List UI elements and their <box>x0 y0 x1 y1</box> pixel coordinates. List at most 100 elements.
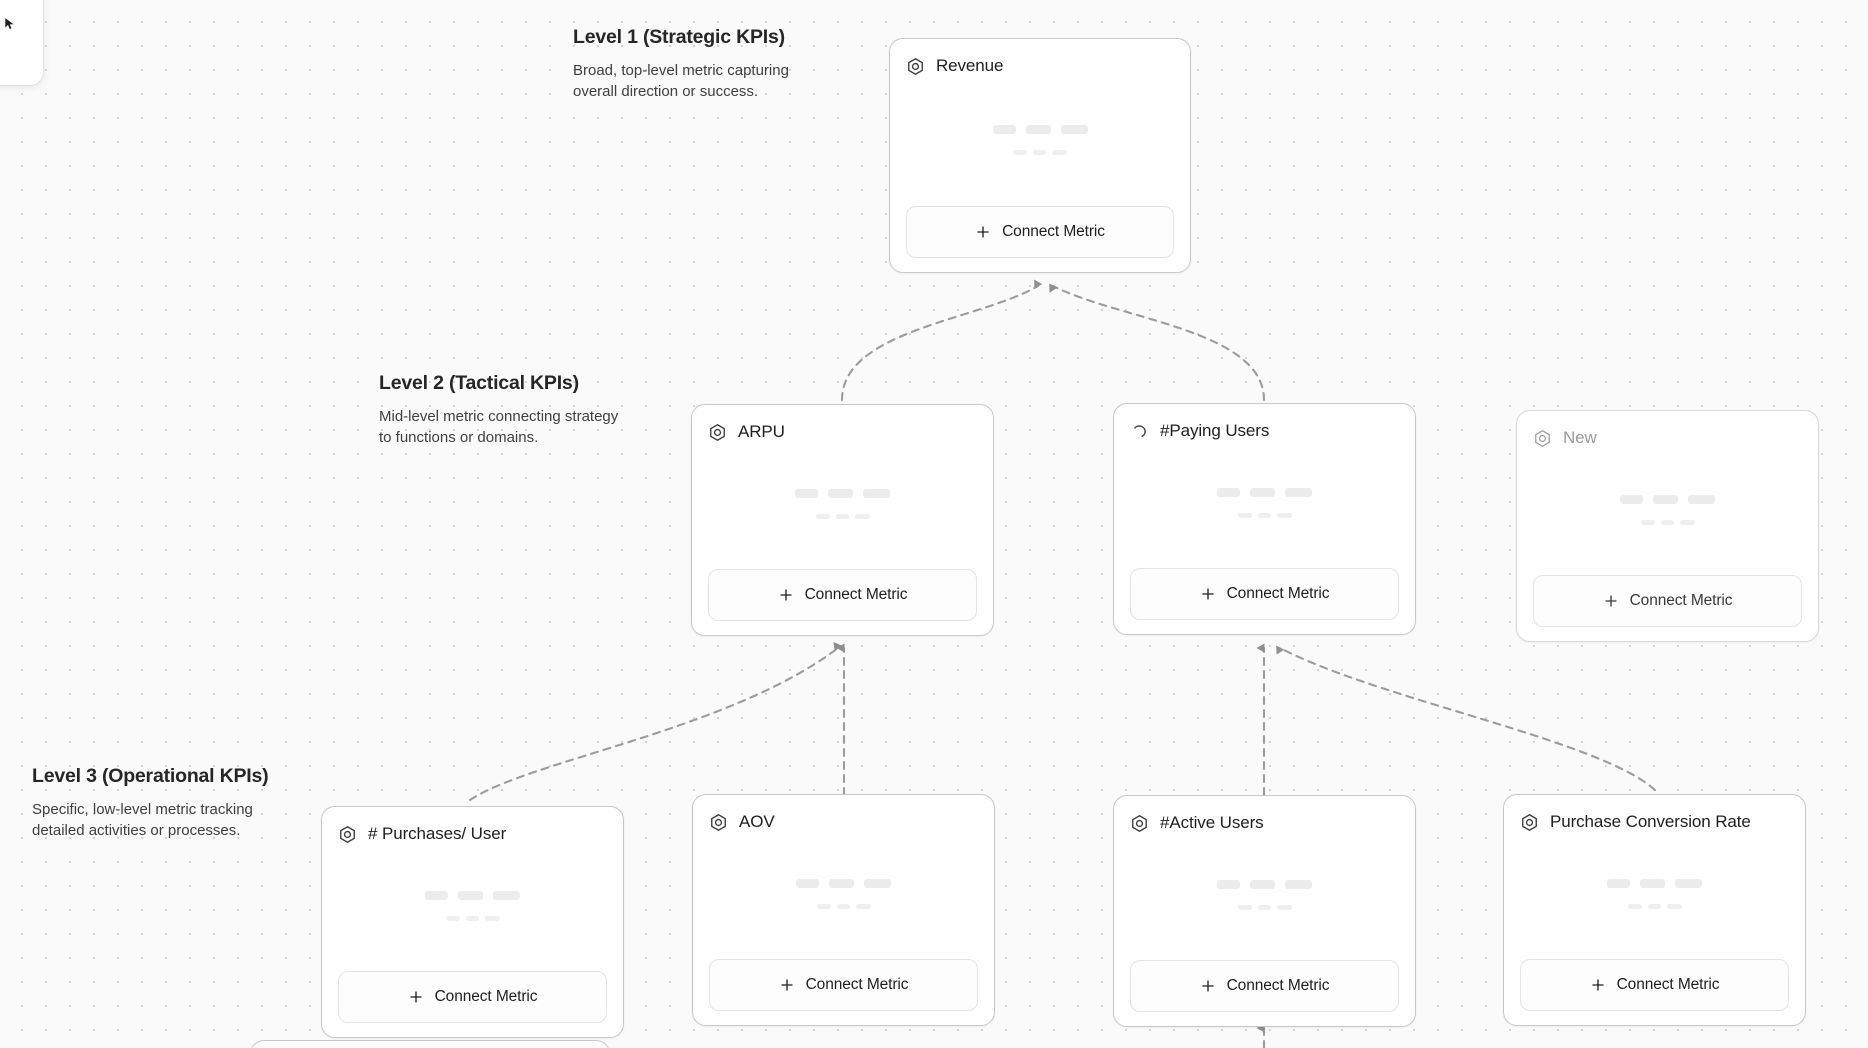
connect-metric-label: Connect Metric <box>1616 976 1720 993</box>
skeleton-row-primary <box>796 879 891 888</box>
skeleton-bar <box>836 904 850 909</box>
skeleton-row-secondary <box>816 904 871 909</box>
skeleton-bar <box>815 514 830 519</box>
skeleton-bar <box>1640 520 1655 525</box>
skeleton-row-secondary <box>1237 905 1292 910</box>
skeleton-bar <box>445 916 460 921</box>
skeleton-bar <box>458 891 483 900</box>
card-title: AOV <box>739 812 775 831</box>
plus-icon <box>409 991 422 1003</box>
skeleton-bar <box>1675 879 1702 888</box>
card-header: New <box>1533 425 1802 451</box>
connect-metric-button[interactable]: Connect Metric <box>1533 575 1802 627</box>
card-header: #Paying Users <box>1130 418 1399 444</box>
skeleton-bar <box>992 124 1016 134</box>
metric-card-new[interactable]: New Connect Metric <box>1516 410 1819 642</box>
hexagon-metric-icon <box>340 825 355 843</box>
plus-icon <box>1604 595 1617 607</box>
card-header: AOV <box>709 809 978 835</box>
skeleton-bar <box>1060 124 1088 134</box>
card-header: #Active Users <box>1130 810 1399 836</box>
plus-icon <box>1591 979 1604 991</box>
plus-icon <box>1201 980 1214 992</box>
plus-icon <box>977 226 989 238</box>
card-skeleton-body <box>709 835 978 959</box>
skeleton-row-secondary <box>445 916 500 921</box>
skeleton-bar <box>1052 149 1067 155</box>
card-skeleton-body <box>1533 451 1802 575</box>
level-1-title: Level 1 (Strategic KPIs) <box>573 26 785 48</box>
skeleton-bar <box>835 514 849 519</box>
skeleton-row-secondary <box>1237 513 1292 518</box>
skeleton-bar <box>1647 904 1661 909</box>
skeleton-row-primary <box>1620 495 1715 504</box>
hexagon-metric-icon <box>710 423 725 441</box>
skeleton-bar <box>1666 904 1682 909</box>
connect-metric-label: Connect Metric <box>805 976 909 993</box>
connect-metric-button[interactable]: Connect Metric <box>709 959 978 1011</box>
connect-metric-button[interactable]: Connect Metric <box>1130 568 1399 620</box>
skeleton-bar <box>1250 488 1275 497</box>
skeleton-bar <box>465 916 479 921</box>
connect-metric-label: Connect Metric <box>1002 223 1105 240</box>
card-header: Revenue <box>906 53 1174 79</box>
skeleton-bar <box>1276 905 1292 910</box>
metric-card-offscreen-bottom[interactable] <box>250 1040 610 1048</box>
connect-metric-button[interactable]: Connect Metric <box>1520 959 1789 1011</box>
skeleton-bar <box>796 879 819 888</box>
skeleton-bar <box>1257 905 1271 910</box>
skeleton-bar <box>1033 149 1046 155</box>
skeleton-bar <box>829 879 854 888</box>
level-1-label: Level 1 (Strategic KPIs) Broad, top-leve… <box>573 26 823 103</box>
metric-card-active-users[interactable]: #Active Users Connect Metric <box>1113 795 1416 1027</box>
connect-metric-button[interactable]: Connect Metric <box>906 206 1174 258</box>
plus-icon <box>780 979 793 991</box>
card-skeleton-body <box>1520 835 1789 959</box>
skeleton-row-secondary <box>815 514 870 519</box>
card-skeleton-body <box>1130 444 1399 568</box>
connect-metric-button[interactable]: Connect Metric <box>708 569 977 621</box>
connect-metric-button[interactable]: Connect Metric <box>338 971 607 1023</box>
metric-card-revenue[interactable]: Revenue Connect Metric <box>889 38 1191 273</box>
skeleton-bar <box>484 916 500 921</box>
card-skeleton-body <box>338 847 607 971</box>
skeleton-row-primary <box>425 891 520 900</box>
card-skeleton-body <box>1130 836 1399 960</box>
level-3-title: Level 3 (Operational KPIs) <box>32 765 269 787</box>
skeleton-bar <box>1285 488 1312 497</box>
card-header: Purchase Conversion Rate <box>1520 809 1789 835</box>
connect-metric-label: Connect Metric <box>804 586 908 603</box>
metric-card-purchases-per-user[interactable]: # Purchases/ User Connect Metric <box>321 806 624 1038</box>
floating-toolbar-panel[interactable] <box>0 0 44 86</box>
skeleton-row-primary <box>1607 879 1702 888</box>
plus-icon <box>1201 588 1214 600</box>
level-2-description: Mid-level metric connecting strategy to … <box>379 408 619 447</box>
skeleton-bar <box>854 514 870 519</box>
skeleton-bar <box>1217 488 1240 497</box>
connect-metric-button[interactable]: Connect Metric <box>1130 960 1399 1012</box>
skeleton-bar <box>425 891 448 900</box>
skeleton-bar <box>1688 495 1715 504</box>
hexagon-metric-icon <box>1522 813 1537 831</box>
metric-card-paying-users[interactable]: #Paying Users Connect Metric <box>1113 403 1416 635</box>
metric-card-aov[interactable]: AOV Connect Metric <box>692 794 995 1026</box>
hexagon-metric-icon <box>1535 429 1550 447</box>
card-title: #Active Users <box>1160 813 1264 832</box>
card-header: # Purchases/ User <box>338 821 607 847</box>
metric-card-arpu[interactable]: ARPU Connect Metric <box>691 404 994 636</box>
skeleton-row-secondary <box>1640 520 1695 525</box>
skeleton-bar <box>493 891 520 900</box>
card-title: # Purchases/ User <box>368 824 507 843</box>
level-2-title: Level 2 (Tactical KPIs) <box>379 372 579 394</box>
plus-icon <box>779 589 792 601</box>
card-skeleton-body <box>906 79 1174 206</box>
level-3-description: Specific, low-level metric tracking deta… <box>32 801 253 840</box>
metric-card-purchase-conversion-rate[interactable]: Purchase Conversion Rate Connect Metric <box>1503 794 1806 1026</box>
connect-metric-label: Connect Metric <box>434 988 538 1005</box>
card-title: Purchase Conversion Rate <box>1550 812 1751 831</box>
skeleton-bar <box>1285 880 1312 889</box>
card-title: Revenue <box>936 56 1004 75</box>
hexagon-metric-icon <box>908 57 923 75</box>
level-3-label: Level 3 (Operational KPIs) Specific, low… <box>32 765 282 842</box>
skeleton-bar <box>816 904 831 909</box>
